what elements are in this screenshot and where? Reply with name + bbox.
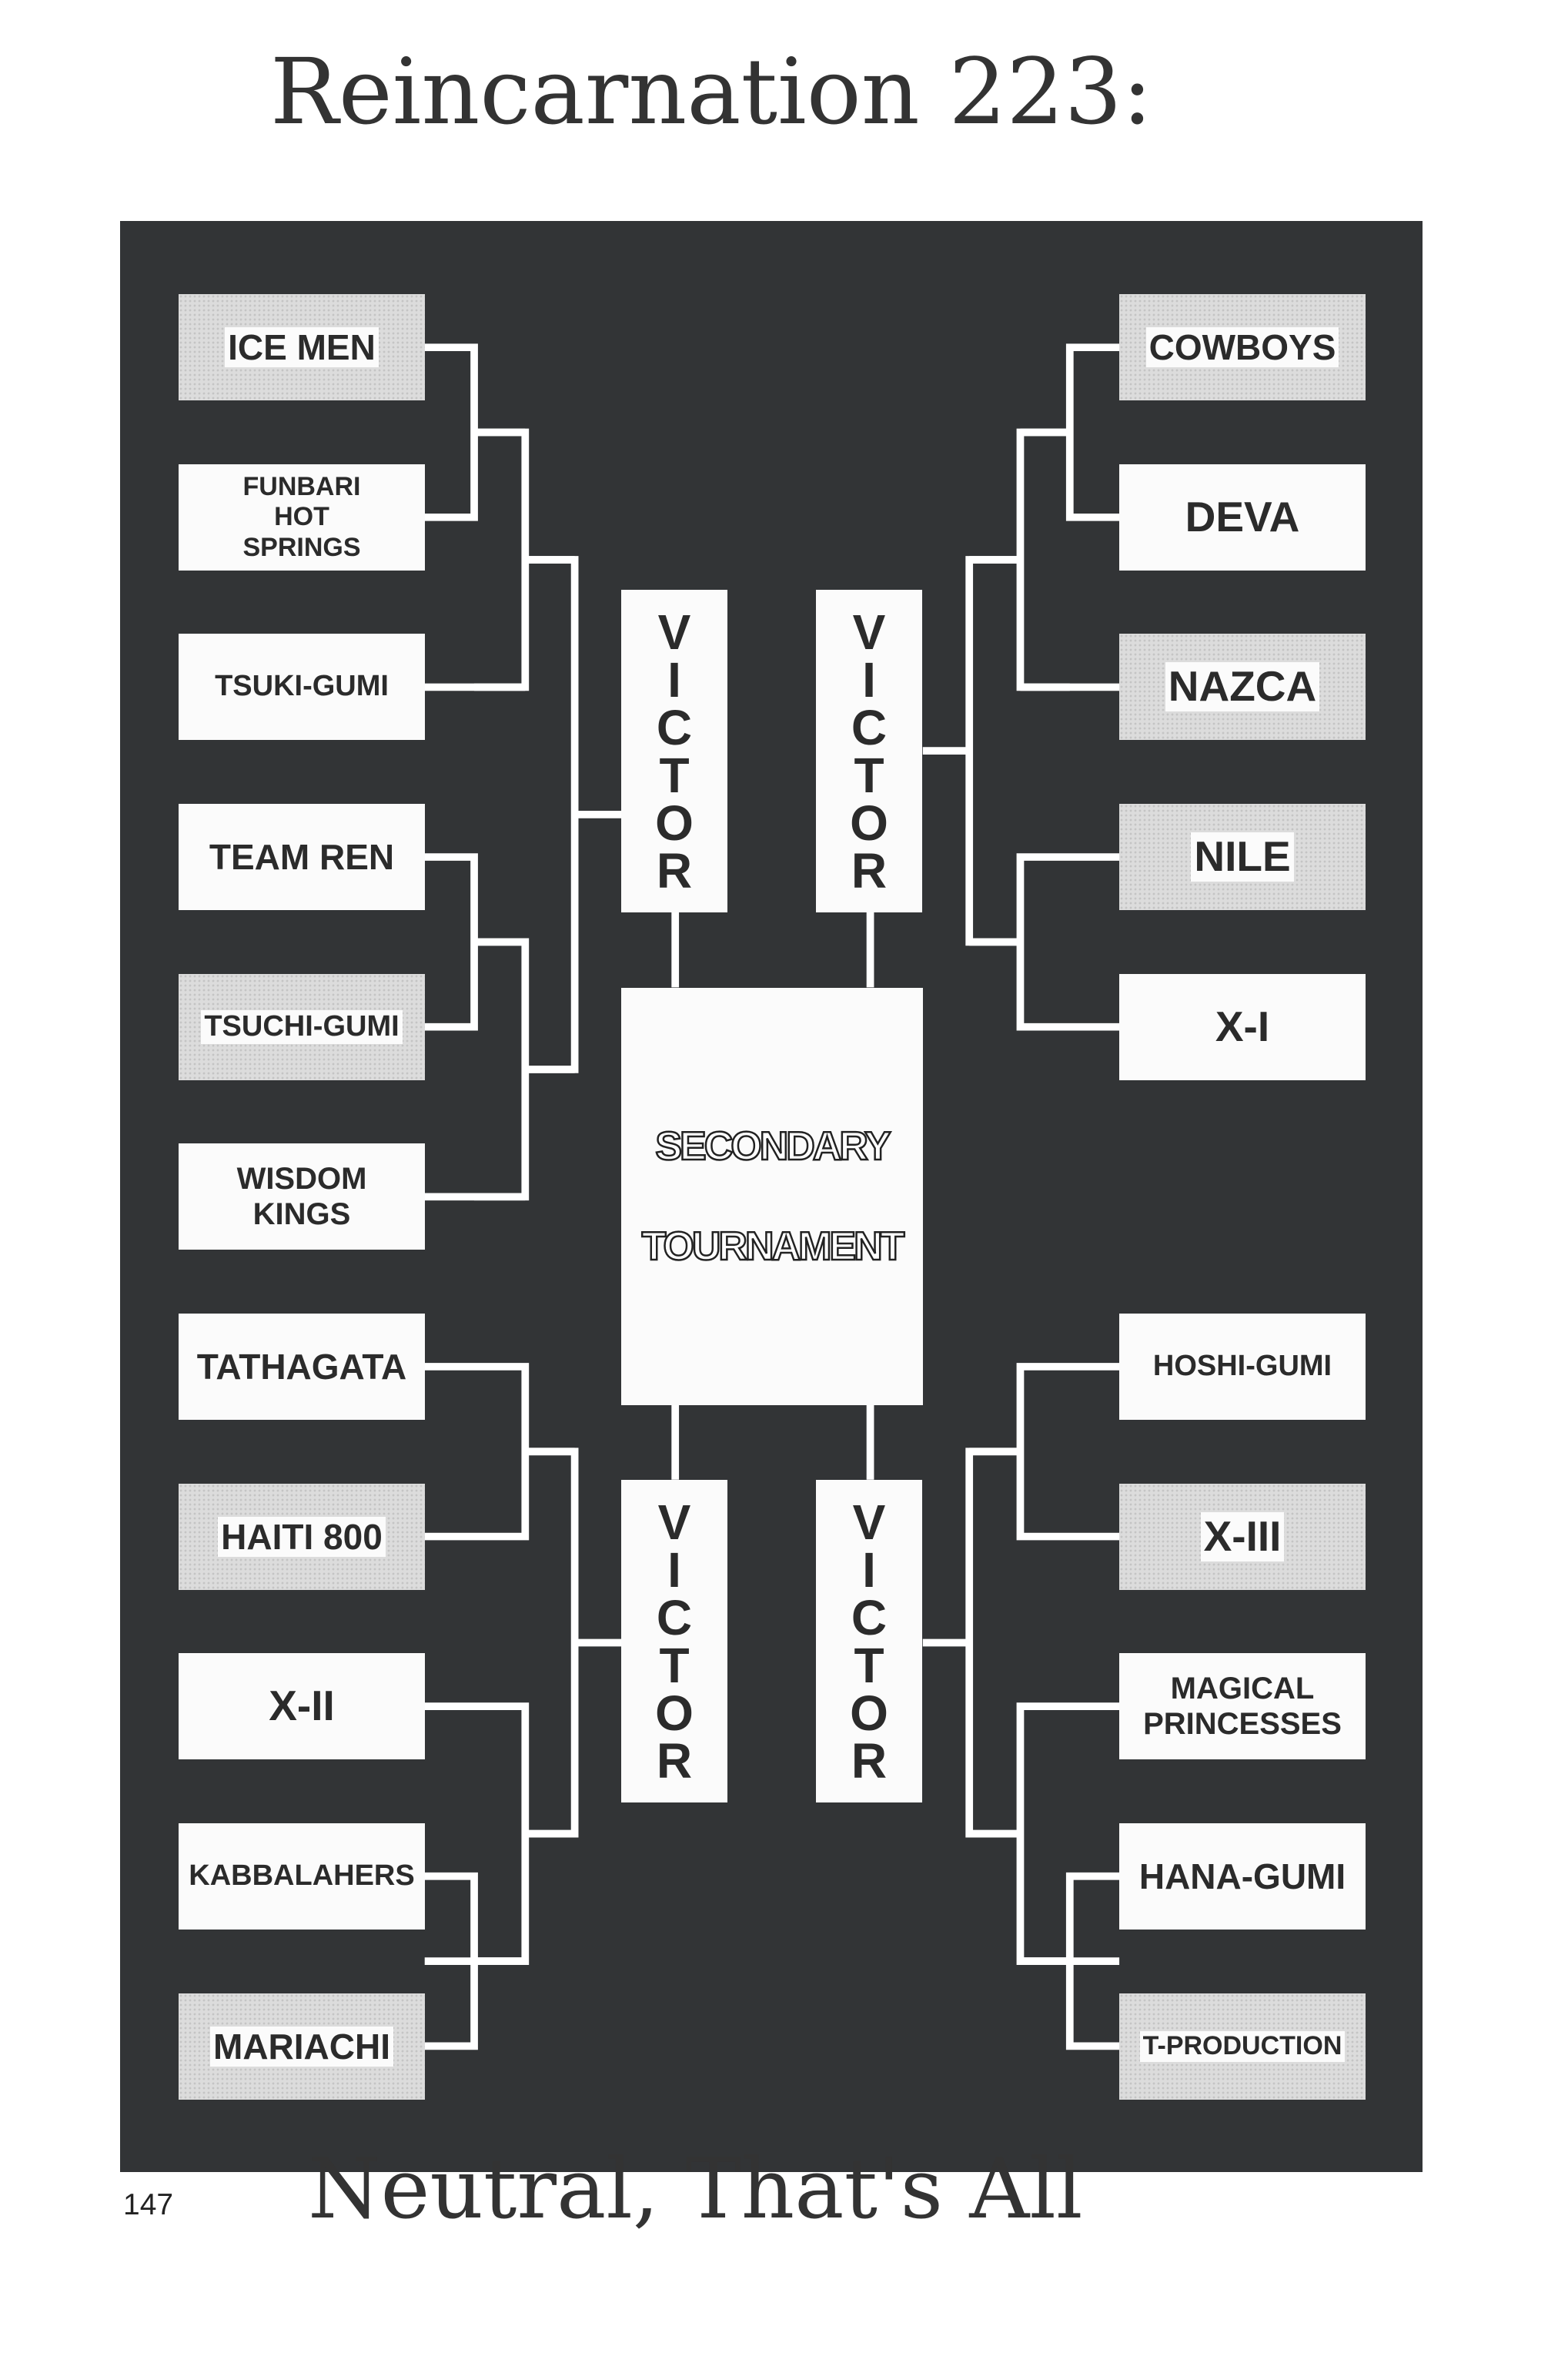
victor-letter: R <box>656 842 693 899</box>
center-label-line2: TOURNAMENT <box>640 1223 905 1270</box>
victor-letter: I <box>862 1541 876 1598</box>
victor-letter: O <box>850 795 888 851</box>
team-box-ice-men: ICE MEN <box>179 294 425 400</box>
page-number: 147 <box>123 2188 174 2221</box>
team-name: HANA-GUMI <box>1138 1856 1346 1896</box>
victor-letter: C <box>851 1589 888 1645</box>
bracket-line <box>424 343 478 521</box>
victor-letter: R <box>851 1732 888 1789</box>
bracket-line <box>424 853 478 1031</box>
team-box-tsuki-gumi: TSUKI-GUMI <box>179 634 425 740</box>
bracket-line <box>1065 343 1120 521</box>
chapter-subtitle: Neutral, That's All <box>308 2141 1083 2238</box>
bracket-line <box>525 1448 579 1838</box>
victor-letter: C <box>656 1589 693 1645</box>
team-box-deva: DEVA <box>1119 464 1366 571</box>
secondary-tournament-box: SECONDARY TOURNAMENT <box>621 988 923 1405</box>
victor-letter: I <box>667 651 681 708</box>
team-box-mariachi: MARIACHI <box>179 1993 425 2100</box>
team-name: TEAM REN <box>209 836 395 877</box>
bracket-line <box>424 1363 530 1541</box>
chapter-title: Reincarnation 223: <box>270 38 1153 145</box>
victor-letter: C <box>851 699 888 755</box>
team-box-hana-gumi: HANA-GUMI <box>1119 1823 1366 1930</box>
team-box-x-ii: X-II <box>179 1653 425 1759</box>
team-box-x-iii: X-III <box>1119 1484 1366 1590</box>
victor-letter: C <box>656 699 693 755</box>
team-name: NILE <box>1191 832 1294 882</box>
team-name: KABBALAHERS <box>189 1859 415 1893</box>
victor-letter: R <box>656 1732 693 1789</box>
team-box-nile: NILE <box>1119 804 1366 910</box>
bracket-line <box>474 428 530 691</box>
team-name: DEVA <box>1185 493 1300 541</box>
team-box-tsuchi-gumi: TSUCHI-GUMI <box>179 974 425 1080</box>
team-box-x-i: X-I <box>1119 974 1366 1080</box>
team-name: X-II <box>269 1682 335 1730</box>
bracket-line <box>1016 428 1070 691</box>
bracket-line <box>474 938 530 1201</box>
bracket-line <box>965 1448 1021 1838</box>
team-name: X-III <box>1200 1512 1285 1561</box>
team-box-nazca: NAZCA <box>1119 634 1366 740</box>
bracket-line <box>965 556 1021 946</box>
team-name: TSUKI-GUMI <box>215 670 389 703</box>
victor-letter: O <box>850 1685 888 1741</box>
victor-letter: V <box>657 1494 691 1550</box>
victor-letter: T <box>659 1637 690 1693</box>
team-box-t-production: T-PRODUCTION <box>1119 1993 1366 2100</box>
team-box-kabbalahers: KABBALAHERS <box>179 1823 425 1930</box>
team-name: T-PRODUCTION <box>1139 2031 1346 2062</box>
team-name: ICE MEN <box>225 326 379 368</box>
team-box-haiti-800: HAITI 800 <box>179 1484 425 1590</box>
team-box-tathagata: TATHAGATA <box>179 1314 425 1420</box>
team-name: HAITI 800 <box>218 1516 386 1558</box>
team-name: TATHAGATA <box>196 1346 407 1387</box>
team-box-hoshi-gumi: HOSHI-GUMI <box>1119 1314 1366 1420</box>
team-name: X-I <box>1215 1002 1270 1051</box>
victor-letter: T <box>659 747 690 803</box>
team-name: NAZCA <box>1165 662 1320 711</box>
team-name: TSUCHI-GUMI <box>201 1010 403 1044</box>
bracket-line <box>1016 1363 1120 1541</box>
bracket-line <box>525 556 579 1073</box>
team-name: HOSHI-GUMI <box>1152 1350 1332 1383</box>
victor-letter: R <box>851 842 888 899</box>
team-name: MARIACHI <box>210 2026 393 2067</box>
victor-letter: T <box>854 747 884 803</box>
victor-letter: V <box>852 604 886 660</box>
team-box-team-ren: TEAM REN <box>179 804 425 910</box>
victor-letter: T <box>854 1637 884 1693</box>
victor-letter: O <box>655 1685 694 1741</box>
victor-letter: V <box>657 604 691 660</box>
victor-letter: I <box>862 651 876 708</box>
victor-letter: O <box>655 795 694 851</box>
bracket-line <box>1016 853 1120 1031</box>
team-name: COWBOYS <box>1145 326 1339 368</box>
victor-letter: V <box>852 1494 886 1550</box>
center-label-line1: SECONDARY <box>654 1123 892 1170</box>
team-box-cowboys: COWBOYS <box>1119 294 1366 400</box>
victor-letter: I <box>667 1541 681 1598</box>
